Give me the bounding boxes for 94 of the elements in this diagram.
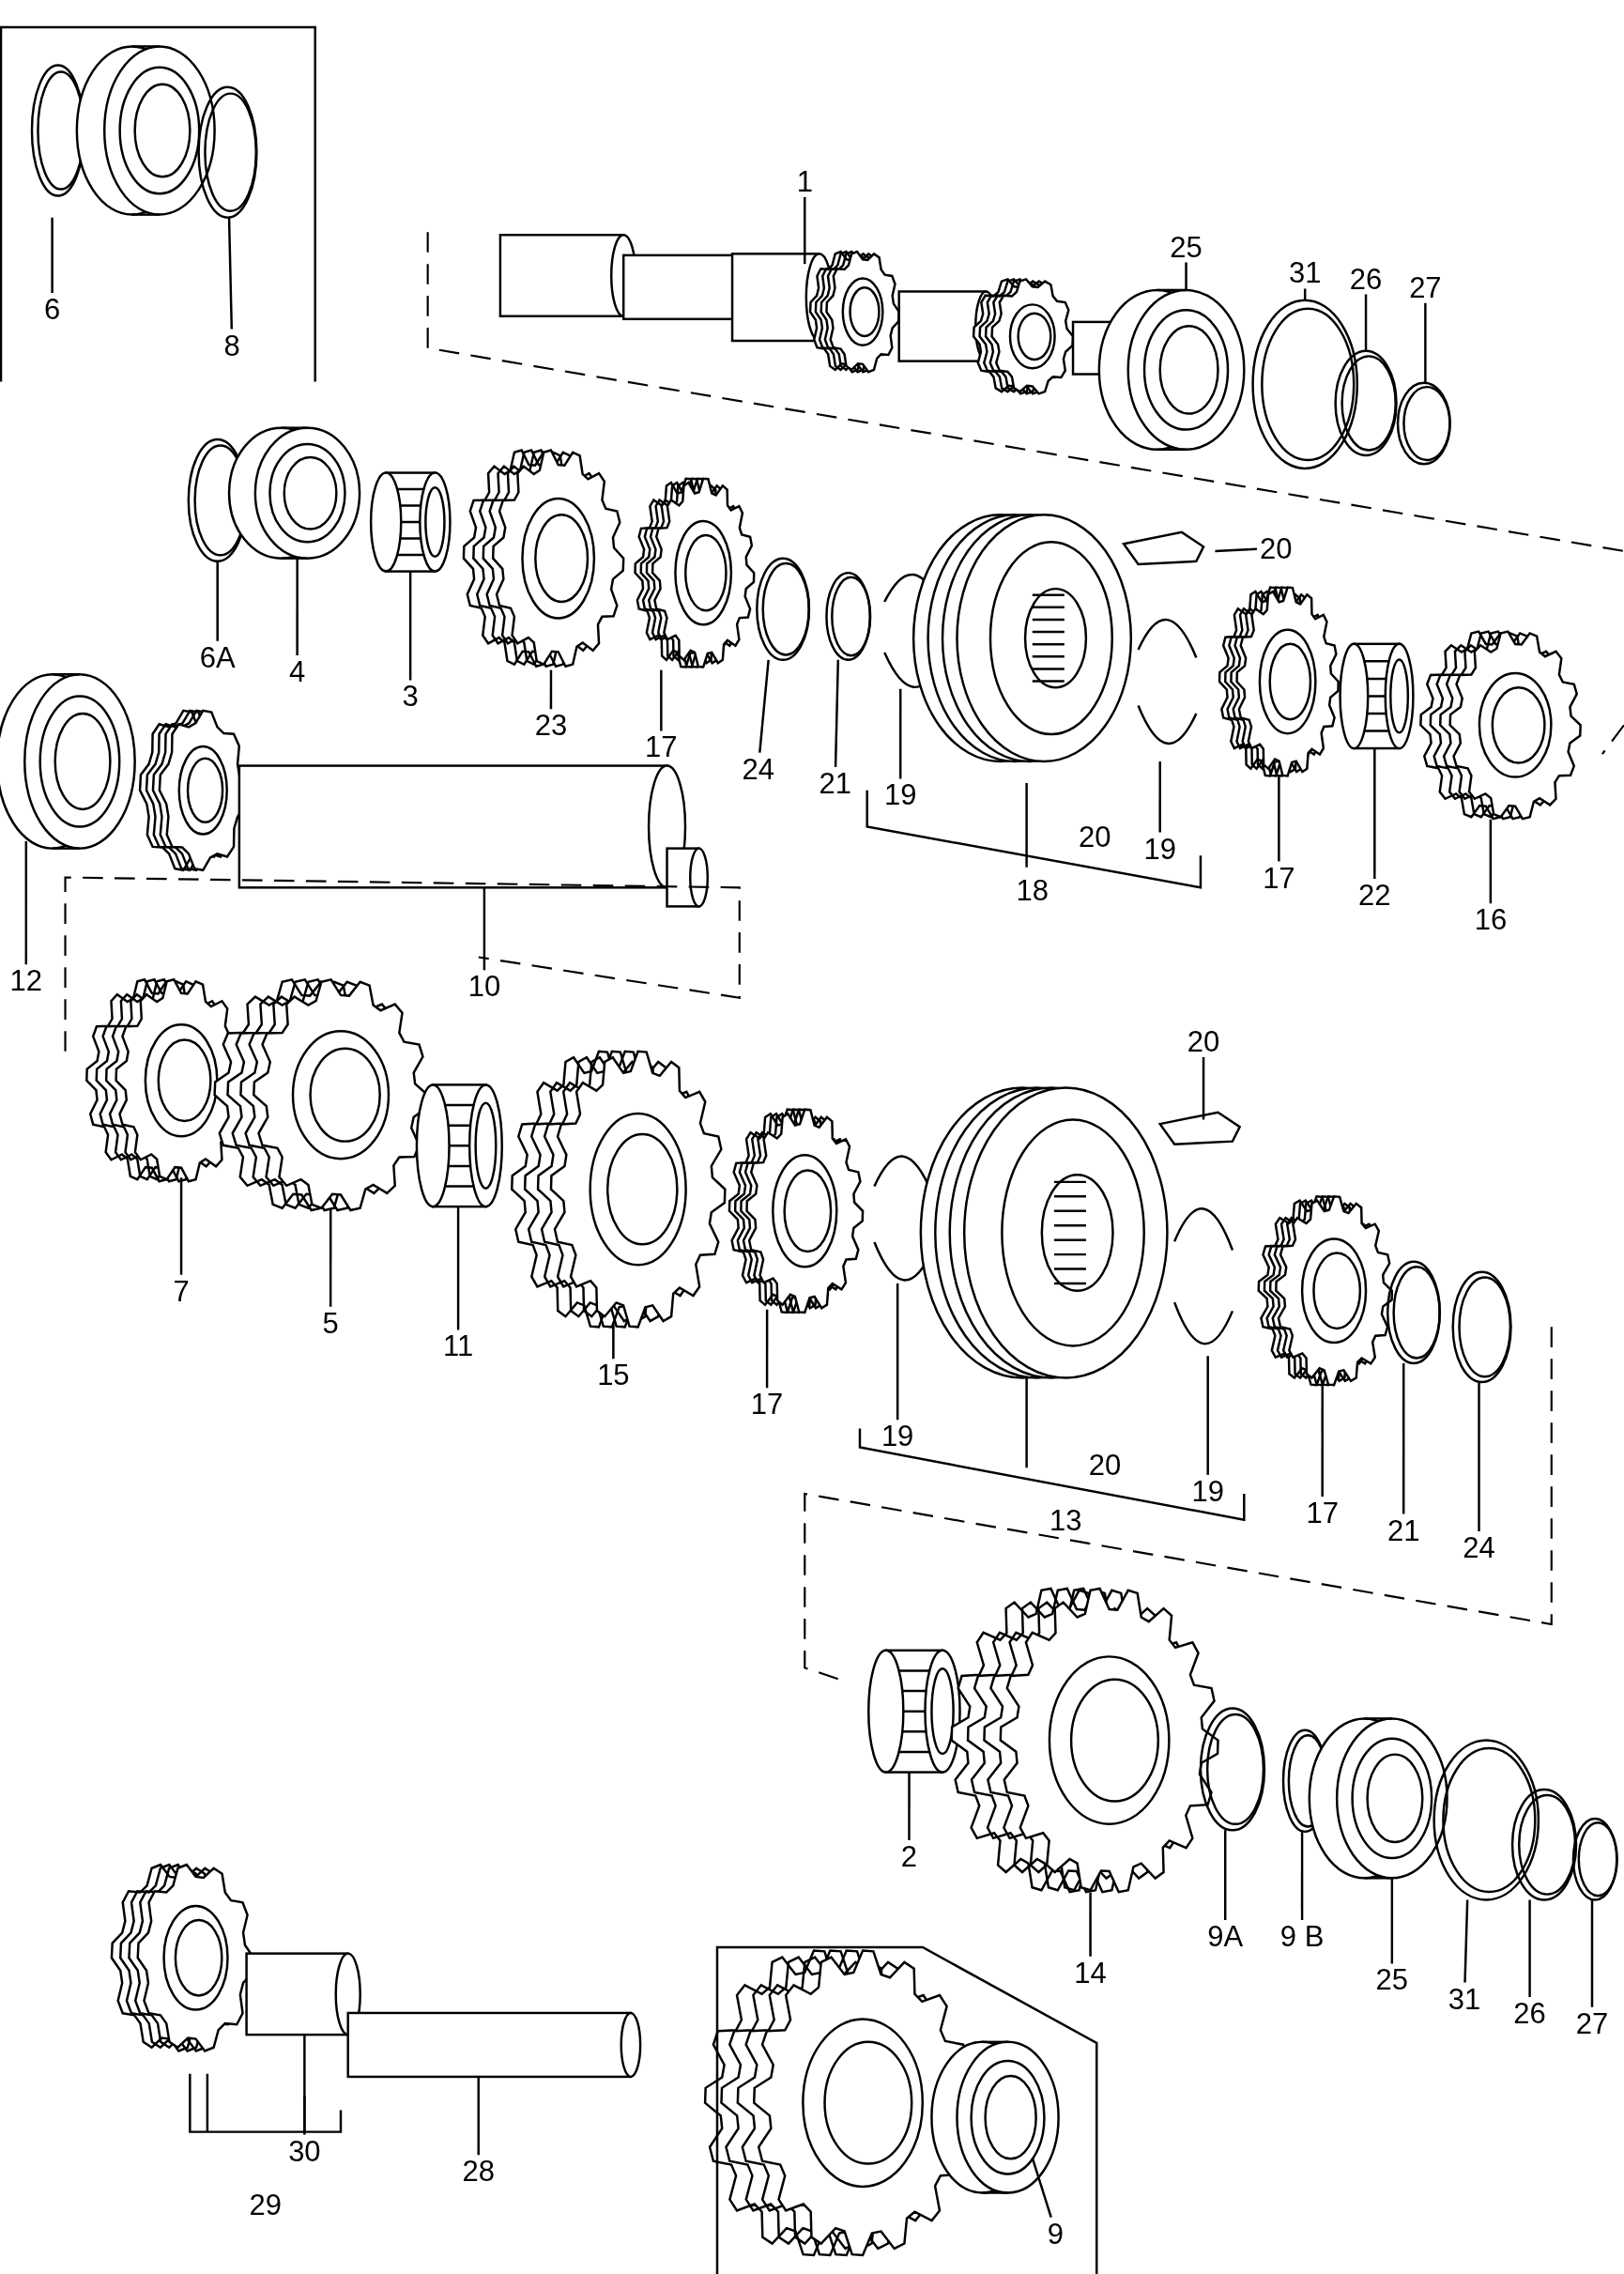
- leader-line: [1031, 2158, 1052, 2219]
- leader-line: [216, 561, 219, 641]
- leader-line: [896, 1283, 899, 1421]
- callout-number: 20: [1088, 1450, 1122, 1480]
- callout-number: 10: [467, 971, 501, 1001]
- callout-number: 20: [1187, 1026, 1220, 1056]
- leader-line: [408, 571, 412, 681]
- leader-line: [1373, 748, 1376, 879]
- leader-line: [296, 558, 299, 656]
- callout-number: 27: [1409, 272, 1442, 302]
- leader-line: [899, 688, 902, 779]
- callout-number: 8: [223, 330, 240, 361]
- leader-line: [1321, 1385, 1324, 1497]
- callout-number: 26: [1513, 1998, 1546, 2028]
- leader-line: [1224, 1830, 1227, 1921]
- leader-line: [51, 217, 54, 293]
- callout-number: 19: [884, 779, 917, 809]
- callout-number: 9: [1047, 2219, 1065, 2249]
- callout-number: 1: [796, 166, 813, 196]
- leader-line: [1390, 1878, 1394, 1964]
- callout-number: 28: [462, 2156, 495, 2186]
- leader-line: [834, 659, 840, 768]
- leader-line: [1478, 1382, 1480, 1532]
- leader-line: [179, 1177, 183, 1275]
- leader-line: [477, 2076, 480, 2156]
- callout-number: 15: [597, 1360, 630, 1390]
- callout-number: 31: [1288, 257, 1322, 287]
- callout-number: 9A: [1207, 1921, 1244, 1951]
- leader-line: [804, 197, 806, 265]
- leader-line: [612, 1322, 615, 1360]
- callout-number: 24: [1463, 1532, 1495, 1562]
- callout-number: 31: [1448, 1984, 1481, 2013]
- leader-line: [549, 669, 553, 710]
- callout-number: 2: [900, 1841, 918, 1871]
- callout-number: 9 B: [1279, 1921, 1325, 1951]
- callout-number: 11: [443, 1330, 474, 1360]
- callout-number: 26: [1349, 264, 1383, 294]
- callout-number: 24: [742, 754, 775, 784]
- callout-number: 6: [43, 294, 61, 324]
- leader-line: [1185, 262, 1187, 290]
- callout-number: 20: [1078, 822, 1111, 852]
- inset-frame: [0, 25, 316, 382]
- leader-line: [1463, 1899, 1469, 1983]
- callout-number: 19: [1143, 834, 1176, 864]
- callout-number: 14: [1074, 1958, 1107, 1988]
- leader-line: [1528, 1899, 1531, 1997]
- callout-number: 5: [322, 1308, 339, 1338]
- callout-number: 20: [1260, 533, 1293, 563]
- leader-line: [908, 1772, 911, 1841]
- callout-number: 19: [881, 1421, 914, 1451]
- leader-line: [1364, 294, 1368, 351]
- callout-number: 17: [750, 1389, 784, 1419]
- callout-number: 29: [249, 2189, 282, 2220]
- leader-line: [483, 887, 486, 971]
- leader-line: [1089, 1892, 1092, 1957]
- leader-line: [1402, 1362, 1405, 1514]
- leader-line: [1303, 288, 1307, 300]
- callout-number: 17: [1263, 863, 1295, 892]
- callout-number: 25: [1375, 1964, 1409, 1994]
- callout-number: 6A: [199, 642, 236, 672]
- callout-number: 19: [1191, 1476, 1224, 1506]
- leader-line: [1300, 1831, 1304, 1921]
- callout-number: 22: [1358, 880, 1391, 910]
- callout-number: 18: [1016, 875, 1049, 905]
- leader-line: [765, 1309, 769, 1389]
- callout-number: 21: [819, 768, 851, 798]
- callout-number: 21: [1387, 1515, 1420, 1545]
- callout-number: 25: [1170, 232, 1203, 262]
- callout-number: 23: [534, 710, 568, 740]
- leader-line: [1206, 1356, 1209, 1475]
- callout-number: 30: [288, 2136, 321, 2166]
- callout-number: 27: [1575, 2008, 1609, 2038]
- callout-number: 17: [1306, 1498, 1339, 1528]
- leader-line: [303, 2035, 306, 2135]
- leader-line: [1278, 776, 1280, 862]
- callout-number: 4: [289, 656, 306, 686]
- leader-line: [1489, 819, 1493, 904]
- leader-line: [24, 840, 28, 965]
- leader-line: [329, 1207, 332, 1307]
- leader-line: [1215, 547, 1257, 553]
- leader-line: [1158, 761, 1161, 833]
- leader-line: [456, 1206, 460, 1330]
- leader-line: [1590, 1899, 1594, 2007]
- callout-number: 3: [402, 681, 419, 711]
- callout-number: 17: [645, 732, 678, 761]
- callout-number: 12: [9, 965, 43, 995]
- callout-number: 13: [1049, 1505, 1082, 1535]
- leader-line: [1424, 302, 1427, 383]
- callout-number: 16: [1474, 904, 1508, 934]
- leader-line: [227, 217, 234, 330]
- leader-line: [660, 669, 663, 731]
- leader-line: [758, 659, 770, 753]
- leader-line: [1202, 1057, 1205, 1120]
- callout-number: 7: [173, 1276, 190, 1306]
